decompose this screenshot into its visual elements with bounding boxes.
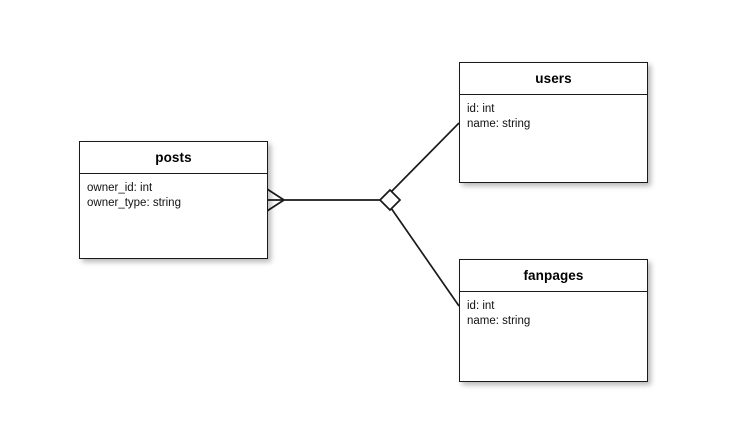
connector-junction-to-fanpages xyxy=(390,207,460,307)
entity-users-attributes: id: int name: string xyxy=(460,95,647,183)
entity-posts[interactable]: posts owner_id: int owner_type: string xyxy=(79,141,268,259)
entity-fanpages-title: fanpages xyxy=(460,260,647,292)
diamond-junction-icon xyxy=(378,188,402,212)
attribute-row: name: string xyxy=(467,117,531,130)
attribute-row: id: int xyxy=(467,102,495,115)
entity-fanpages-attributes: id: int name: string xyxy=(460,292,647,382)
attribute-row: owner_id: int xyxy=(87,181,153,194)
entity-fanpages[interactable]: fanpages id: int name: string xyxy=(459,259,648,382)
crows-foot-icon xyxy=(266,188,285,212)
entity-users-title: users xyxy=(460,63,647,95)
attribute-row: name: string xyxy=(467,314,531,327)
connector-junction-to-users xyxy=(390,122,460,193)
entity-posts-title: posts xyxy=(80,142,267,174)
attribute-row: owner_type: string xyxy=(87,196,181,209)
attribute-row: id: int xyxy=(467,299,495,312)
entity-posts-attributes: owner_id: int owner_type: string xyxy=(80,174,267,259)
entity-users[interactable]: users id: int name: string xyxy=(459,62,648,183)
